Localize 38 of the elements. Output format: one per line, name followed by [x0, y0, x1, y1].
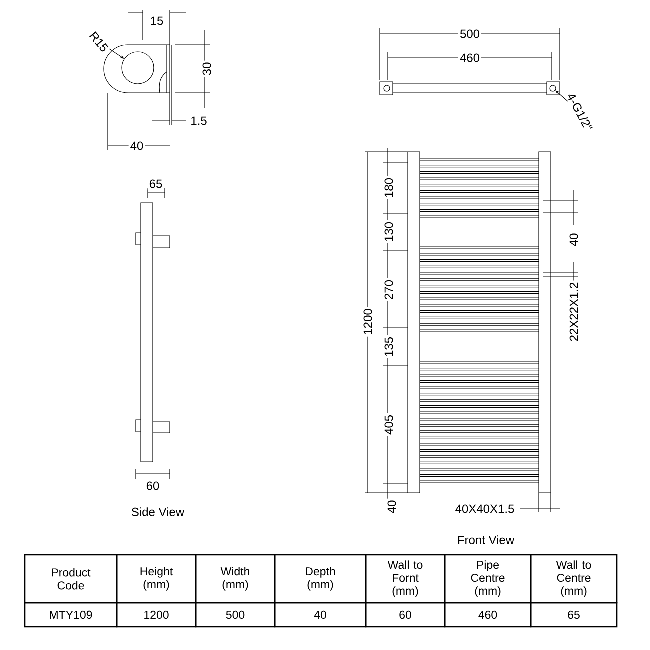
data-cell: 1200: [116, 602, 197, 628]
dimension-label: 22X22X1.2: [568, 280, 580, 344]
data-cell: 460: [444, 602, 532, 628]
dimension-label: 40: [128, 140, 146, 152]
dimension-label: 460: [458, 52, 482, 64]
dimension-label: 500: [458, 28, 482, 40]
dimension-label: 40: [568, 232, 580, 248]
pipe-hole: [550, 85, 556, 92]
dimension-label: 130: [383, 220, 395, 244]
dimension-label: 405: [383, 414, 395, 437]
dimension-label: 135: [383, 336, 395, 359]
data-cell: 60: [365, 602, 446, 628]
dimension-label: 1.5: [189, 115, 209, 127]
dimension-label: 40: [386, 498, 398, 516]
view-title: Side View: [132, 508, 185, 516]
dimension-label: 270: [383, 278, 395, 302]
dimension-label: 1200: [362, 307, 374, 337]
dimension-label: 65: [148, 178, 164, 190]
data-cell: 40: [274, 602, 367, 628]
dimension-label: 180: [383, 176, 395, 200]
leader-line: [109, 48, 124, 59]
header-cell: Height (mm): [116, 554, 197, 604]
dimension-label: 15: [148, 15, 166, 27]
dimension-label: 30: [201, 60, 213, 78]
header-cell: Width (mm): [195, 554, 276, 604]
header-cell: Depth (mm): [274, 554, 367, 604]
header-cell: Wall to Centre (mm): [530, 554, 618, 604]
view-title: Front View: [458, 536, 515, 544]
data-cell: 65: [530, 602, 618, 628]
header-cell: Pipe Centre (mm): [444, 554, 532, 604]
dimension-label: 60: [144, 480, 162, 492]
leader-line: [556, 90, 568, 102]
data-cell: MTY109: [24, 602, 118, 628]
pipe-circle: [122, 52, 154, 84]
header-cell: Product Code: [24, 554, 118, 604]
header-cell: Wall to Fornt (mm): [365, 554, 446, 604]
data-cell: 500: [195, 602, 276, 628]
dimension-label: 40X40X1.5: [454, 503, 516, 515]
